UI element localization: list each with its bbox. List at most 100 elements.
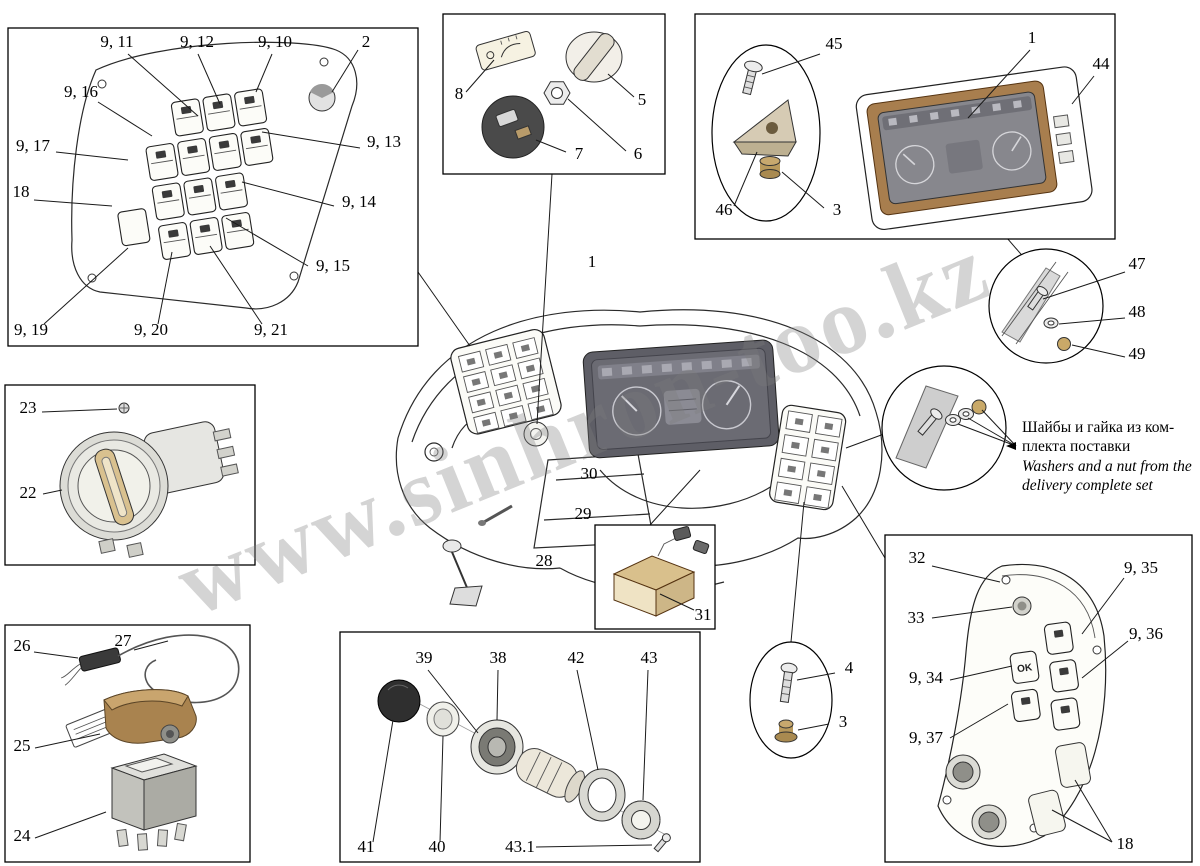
bolt-grommet-detail xyxy=(749,641,836,759)
callout-labels: 9, 11 9, 12 9, 10 2 9, 16 9, 17 18 9, 13… xyxy=(13,28,1164,856)
connector-lines xyxy=(417,173,1027,643)
left-switch-cluster xyxy=(450,328,562,435)
gauge-right xyxy=(701,380,752,430)
leader-lines xyxy=(372,669,653,848)
wire-connector xyxy=(672,526,692,541)
callout-24: 24 xyxy=(14,826,32,845)
callout-31: 31 xyxy=(695,605,712,624)
callout-40: 40 xyxy=(429,837,446,856)
right-panel-parts: OK xyxy=(931,563,1129,848)
callout-47: 47 xyxy=(1129,254,1147,273)
leader-lines xyxy=(465,59,635,153)
dashboard-drawing xyxy=(395,309,883,607)
callout-27: 27 xyxy=(115,631,133,650)
note-ru-line2: плекта поставки xyxy=(1022,438,1130,455)
callout-9-34: 9, 34 xyxy=(909,668,944,687)
callout-1-dash: 1 xyxy=(588,252,597,271)
retaining-ring xyxy=(578,768,626,822)
switch-block xyxy=(110,753,198,851)
callout-28: 28 xyxy=(536,551,553,570)
callout-42: 42 xyxy=(568,648,585,667)
panel-buttons: OK xyxy=(1009,621,1081,731)
callout-29: 29 xyxy=(575,504,592,523)
bolt xyxy=(917,408,943,436)
callout-23: 23 xyxy=(20,398,37,417)
light-switch-mount xyxy=(523,421,549,447)
right-switch-cluster xyxy=(769,404,847,511)
callout-9-17: 9, 17 xyxy=(16,136,51,155)
washers-detail-circle xyxy=(881,365,1017,491)
switch-body xyxy=(481,95,545,159)
locknut xyxy=(621,800,661,840)
key-slot xyxy=(94,448,135,526)
callout-1-cluster: 1 xyxy=(1028,28,1037,47)
grommet xyxy=(774,719,798,743)
rocker-switches xyxy=(117,87,274,261)
bolt xyxy=(742,60,763,96)
callout-48: 48 xyxy=(1129,302,1146,321)
vent-detail xyxy=(424,442,444,462)
callout-9-11: 9, 11 xyxy=(100,32,133,51)
bezel-ring xyxy=(470,719,524,775)
note-ru-line1: Шайбы и гайка из ком- xyxy=(1022,419,1174,436)
callout-46: 46 xyxy=(716,200,733,219)
note-en-line2: delivery complete set xyxy=(1022,477,1154,494)
washers-note: Шайбы и гайка из ком- плекта поставки Wa… xyxy=(1022,419,1192,494)
callout-3-grommet: 3 xyxy=(839,712,848,731)
callout-9-36: 9, 36 xyxy=(1129,624,1163,643)
callout-22: 22 xyxy=(20,483,37,502)
callout-9-12: 9, 12 xyxy=(180,32,214,51)
exploded-socket-parts xyxy=(372,669,671,853)
note-en-line1: Washers and a nut from the xyxy=(1022,458,1192,475)
blank-plate xyxy=(117,208,151,247)
callout-25: 25 xyxy=(14,736,31,755)
ignition-switch xyxy=(41,402,239,558)
callout-26: 26 xyxy=(14,636,31,655)
relay-part xyxy=(612,526,710,617)
callout-18-blank: 18 xyxy=(1117,834,1134,853)
gear-shifter xyxy=(442,539,483,607)
callout-39: 39 xyxy=(416,648,433,667)
leader-lines xyxy=(1042,271,1126,358)
callout-9-15: 9, 15 xyxy=(316,256,350,275)
callout-6: 6 xyxy=(634,144,643,163)
callout-45: 45 xyxy=(826,34,843,53)
callout-41: 41 xyxy=(358,837,375,856)
leader-lines xyxy=(931,565,1129,843)
inset-box-wired-switch xyxy=(4,624,251,863)
info-sticker xyxy=(475,30,536,71)
callout-9-13: 9, 13 xyxy=(367,132,401,151)
callout-9-37: 9, 37 xyxy=(909,728,944,747)
cap xyxy=(377,679,421,723)
gauge-left xyxy=(612,386,662,436)
small-screw xyxy=(653,833,671,853)
ok-button-label: OK xyxy=(1017,662,1034,675)
wire-loop xyxy=(117,634,240,704)
callout-5: 5 xyxy=(638,90,647,109)
callout-8: 8 xyxy=(455,84,464,103)
callout-7: 7 xyxy=(575,144,584,163)
callout-9-16: 9, 16 xyxy=(64,82,98,101)
callout-9-14: 9, 14 xyxy=(342,192,377,211)
callout-4: 4 xyxy=(845,658,854,677)
callout-9-35: 9, 35 xyxy=(1124,558,1158,577)
callout-33: 33 xyxy=(908,608,925,627)
callout-38: 38 xyxy=(490,648,507,667)
instrument-cluster xyxy=(855,66,1093,231)
leader-lines xyxy=(733,49,1095,209)
knob xyxy=(565,31,623,83)
grommet xyxy=(759,156,781,179)
blank-plate xyxy=(1028,789,1066,837)
callout-9-19: 9, 19 xyxy=(14,320,48,339)
cluster-mount-detail xyxy=(711,44,821,222)
fastener-detail-circle xyxy=(988,248,1126,364)
instrument-display xyxy=(582,339,780,459)
callout-9-10: 9, 10 xyxy=(258,32,292,51)
callout-9-21: 9, 21 xyxy=(254,320,288,339)
leader-lines xyxy=(33,49,361,325)
callout-9-20: 9, 20 xyxy=(134,320,168,339)
callout-49: 49 xyxy=(1129,344,1146,363)
nut xyxy=(1057,337,1071,351)
